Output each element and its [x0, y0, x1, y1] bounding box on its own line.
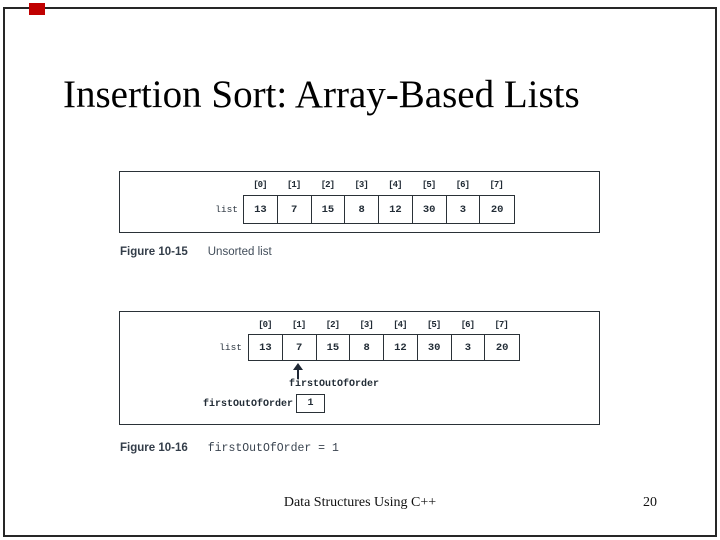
slide-title: Insertion Sort: Array-Based Lists [63, 73, 580, 116]
array-cell: 13 [249, 335, 283, 360]
slide-border-frame [3, 7, 717, 537]
index-label: [1] [292, 320, 306, 330]
figure-10-16-box [119, 311, 600, 425]
index-label: [5] [427, 320, 441, 330]
figure-10-16-caption: Figure 10-16 firstOutOfOrder = 1 [120, 438, 339, 456]
index-label: [7] [489, 180, 504, 190]
figure-caption-text: Unsorted list [207, 246, 272, 258]
array-cell: 12 [379, 196, 413, 223]
figure-caption-text: firstOutOfOrder = 1 [207, 442, 339, 455]
array-cell: 20 [490, 203, 504, 216]
figure-10-15-array: 13 7 15 8 12 30 3 20 [243, 195, 515, 224]
figure-label: Figure 10-15 [120, 246, 188, 258]
array-cell: 3 [447, 196, 481, 223]
index-label: [0] [253, 180, 267, 190]
first-out-of-order-pointer-label: firstOutOfOrder [289, 379, 380, 390]
index-label: [3] [359, 320, 374, 330]
array-cell: 30 [418, 335, 452, 360]
array-cell: 7 [283, 335, 317, 360]
index-label: [7] [494, 320, 509, 330]
array-cell: 30 [413, 196, 447, 223]
figure-10-15-caption: Figure 10-15 Unsorted list [120, 242, 272, 260]
red-corner-accent [29, 3, 45, 15]
up-arrow-icon [293, 363, 303, 370]
first-out-of-order-value-box: 1 [296, 394, 325, 413]
index-label: [0] [258, 320, 272, 330]
footer-title: Data Structures Using C++ [283, 495, 437, 510]
array-cell: 7 [278, 196, 312, 223]
array-name-label: list [215, 204, 238, 215]
array-cell: 8 [345, 196, 379, 223]
page-number: 20 [643, 495, 657, 510]
array-name-label: list [219, 342, 242, 353]
array-cell: 13 [244, 196, 278, 223]
index-label: [3] [354, 180, 369, 190]
index-label: [4] [393, 320, 407, 330]
array-cell: 15 [312, 196, 346, 223]
figure-10-16-array: 13 7 15 8 12 30 3 20 [248, 334, 520, 361]
array-cell: 12 [384, 335, 418, 360]
index-label: [5] [422, 180, 436, 190]
figure-label: Figure 10-16 [120, 442, 188, 454]
figure-10-15-index-row: [0] [1] [2] [3] [4] [5] [6] [7] [243, 180, 513, 190]
array-cell: 20 [495, 341, 509, 354]
array-cell: 15 [317, 335, 351, 360]
figure-10-16-index-row: [0] [1] [2] [3] [4] [5] [6] [7] [248, 320, 518, 330]
index-label: [1] [287, 180, 301, 190]
array-cell: 8 [350, 335, 384, 360]
index-label: [4] [388, 180, 402, 190]
array-cell: 3 [452, 335, 486, 360]
up-arrow-stem [297, 369, 299, 379]
index-label: [6] [455, 180, 470, 190]
index-label: [2] [325, 320, 340, 330]
index-label: [6] [460, 320, 475, 330]
first-out-of-order-variable-label: firstOutOfOrder [202, 399, 293, 410]
index-label: [2] [320, 180, 335, 190]
